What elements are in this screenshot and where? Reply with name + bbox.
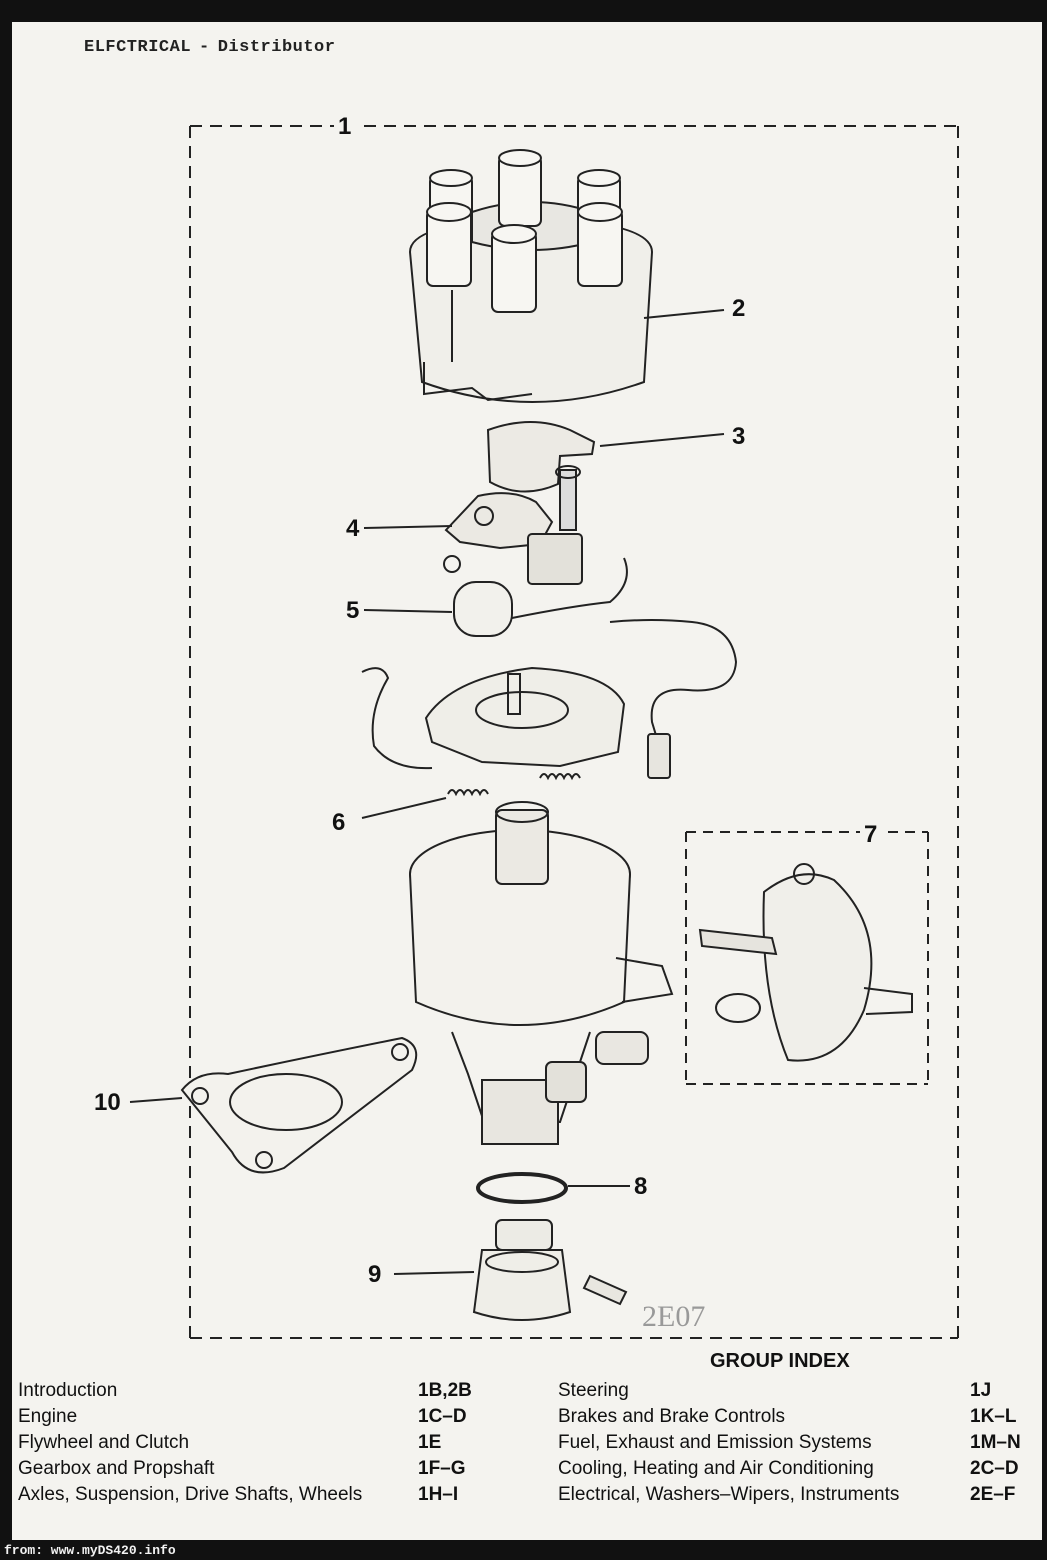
index-code: 1M–N [970,1432,1021,1453]
index-code: 1E [418,1432,442,1453]
assembly-frame [189,125,959,1339]
callout-10: 10 [94,1089,121,1116]
index-code: 1H–I [418,1484,459,1505]
index-code: 2E–F [970,1484,1016,1505]
gasket [180,1036,418,1174]
callout-7: 7 [864,821,877,848]
index-row[interactable]: Axles, Suspension, Drive Shafts, Wheels 1… [18,1482,498,1508]
index-row[interactable]: Brakes and Brake Controls 1K–L [558,1404,1042,1430]
index-label: Fuel, Exhaust and Emission Systems [558,1432,872,1453]
group-index-title: GROUP INDEX [710,1350,850,1372]
header-separator: - [199,38,210,57]
index-label: Steering [558,1380,629,1401]
index-row[interactable]: Engine 1C–D [18,1404,498,1430]
index-code: 2C–D [970,1458,1019,1479]
drawing-number: 2E07 [642,1300,705,1333]
index-label: Engine [18,1406,78,1427]
leader-lines [129,309,725,1275]
index-label: Axles, Suspension, Drive Shafts, Wheels [18,1484,363,1505]
manual-page: ELFCTRICAL-Distributor [12,22,1042,1540]
index-row[interactable]: Fuel, Exhaust and Emission Systems 1M–N [558,1430,1042,1456]
distributor-cap [408,149,654,403]
index-code: 1K–L [970,1406,1017,1427]
section-name: ELFCTRICAL [84,38,192,57]
vacuum-unit-frame [685,831,929,1085]
callout-5: 5 [346,597,359,624]
index-code: 1F–G [418,1458,466,1479]
index-code: 1B,2B [418,1380,472,1401]
index-row[interactable]: Gearbox and Propshaft 1F–G [18,1456,498,1482]
index-label: Gearbox and Propshaft [18,1458,215,1479]
index-row[interactable]: Electrical, Washers–Wipers, Instruments 2… [558,1482,1042,1508]
capacitor [453,557,738,779]
page-title: Distributor [217,38,336,57]
index-row[interactable]: Steering 1J [558,1378,1042,1404]
index-row[interactable]: Flywheel and Clutch 1E [18,1430,498,1456]
index-code: 1C–D [418,1406,467,1427]
index-code: 1J [970,1380,992,1401]
contact-breaker [443,465,583,585]
distributor-exploded-diagram: 2E07 1 2 3 4 5 6 7 8 9 10 [94,113,959,1339]
callout-4: 4 [346,515,360,542]
index-label: Cooling, Heating and Air Conditioning [558,1458,874,1479]
base-plate [361,666,626,770]
vacuum-unit [698,863,913,1062]
index-row[interactable]: Cooling, Heating and Air Conditioning 2C–… [558,1456,1042,1482]
callout-6: 6 [332,809,345,836]
group-index-right: Steering 1J Brakes and Brake Controls 1K–L… [558,1378,1042,1508]
rotor-arm [486,421,596,493]
callout-8: 8 [634,1173,647,1200]
group-index-left: Introduction 1B,2B Engine 1C–D Flywheel an… [18,1378,498,1508]
distributor-body [409,801,674,1145]
page-header: ELFCTRICAL-Distributor [84,38,335,57]
index-label: Brakes and Brake Controls [558,1406,786,1427]
callouts: 1 2 3 4 5 6 7 8 9 10 [94,113,877,1288]
callout-9: 9 [368,1261,381,1288]
index-row[interactable]: Introduction 1B,2B [18,1378,498,1404]
callout-2: 2 [732,295,745,322]
source-footer: from: www.myDS420.info [4,1543,176,1558]
index-label: Electrical, Washers–Wipers, Instruments [558,1484,900,1505]
index-label: Flywheel and Clutch [18,1432,190,1453]
o-ring [476,1172,568,1204]
index-label: Introduction [18,1380,118,1401]
callout-3: 3 [732,423,745,450]
advance-springs [447,773,581,797]
callout-1: 1 [338,113,351,140]
drive-gear [472,1219,628,1321]
